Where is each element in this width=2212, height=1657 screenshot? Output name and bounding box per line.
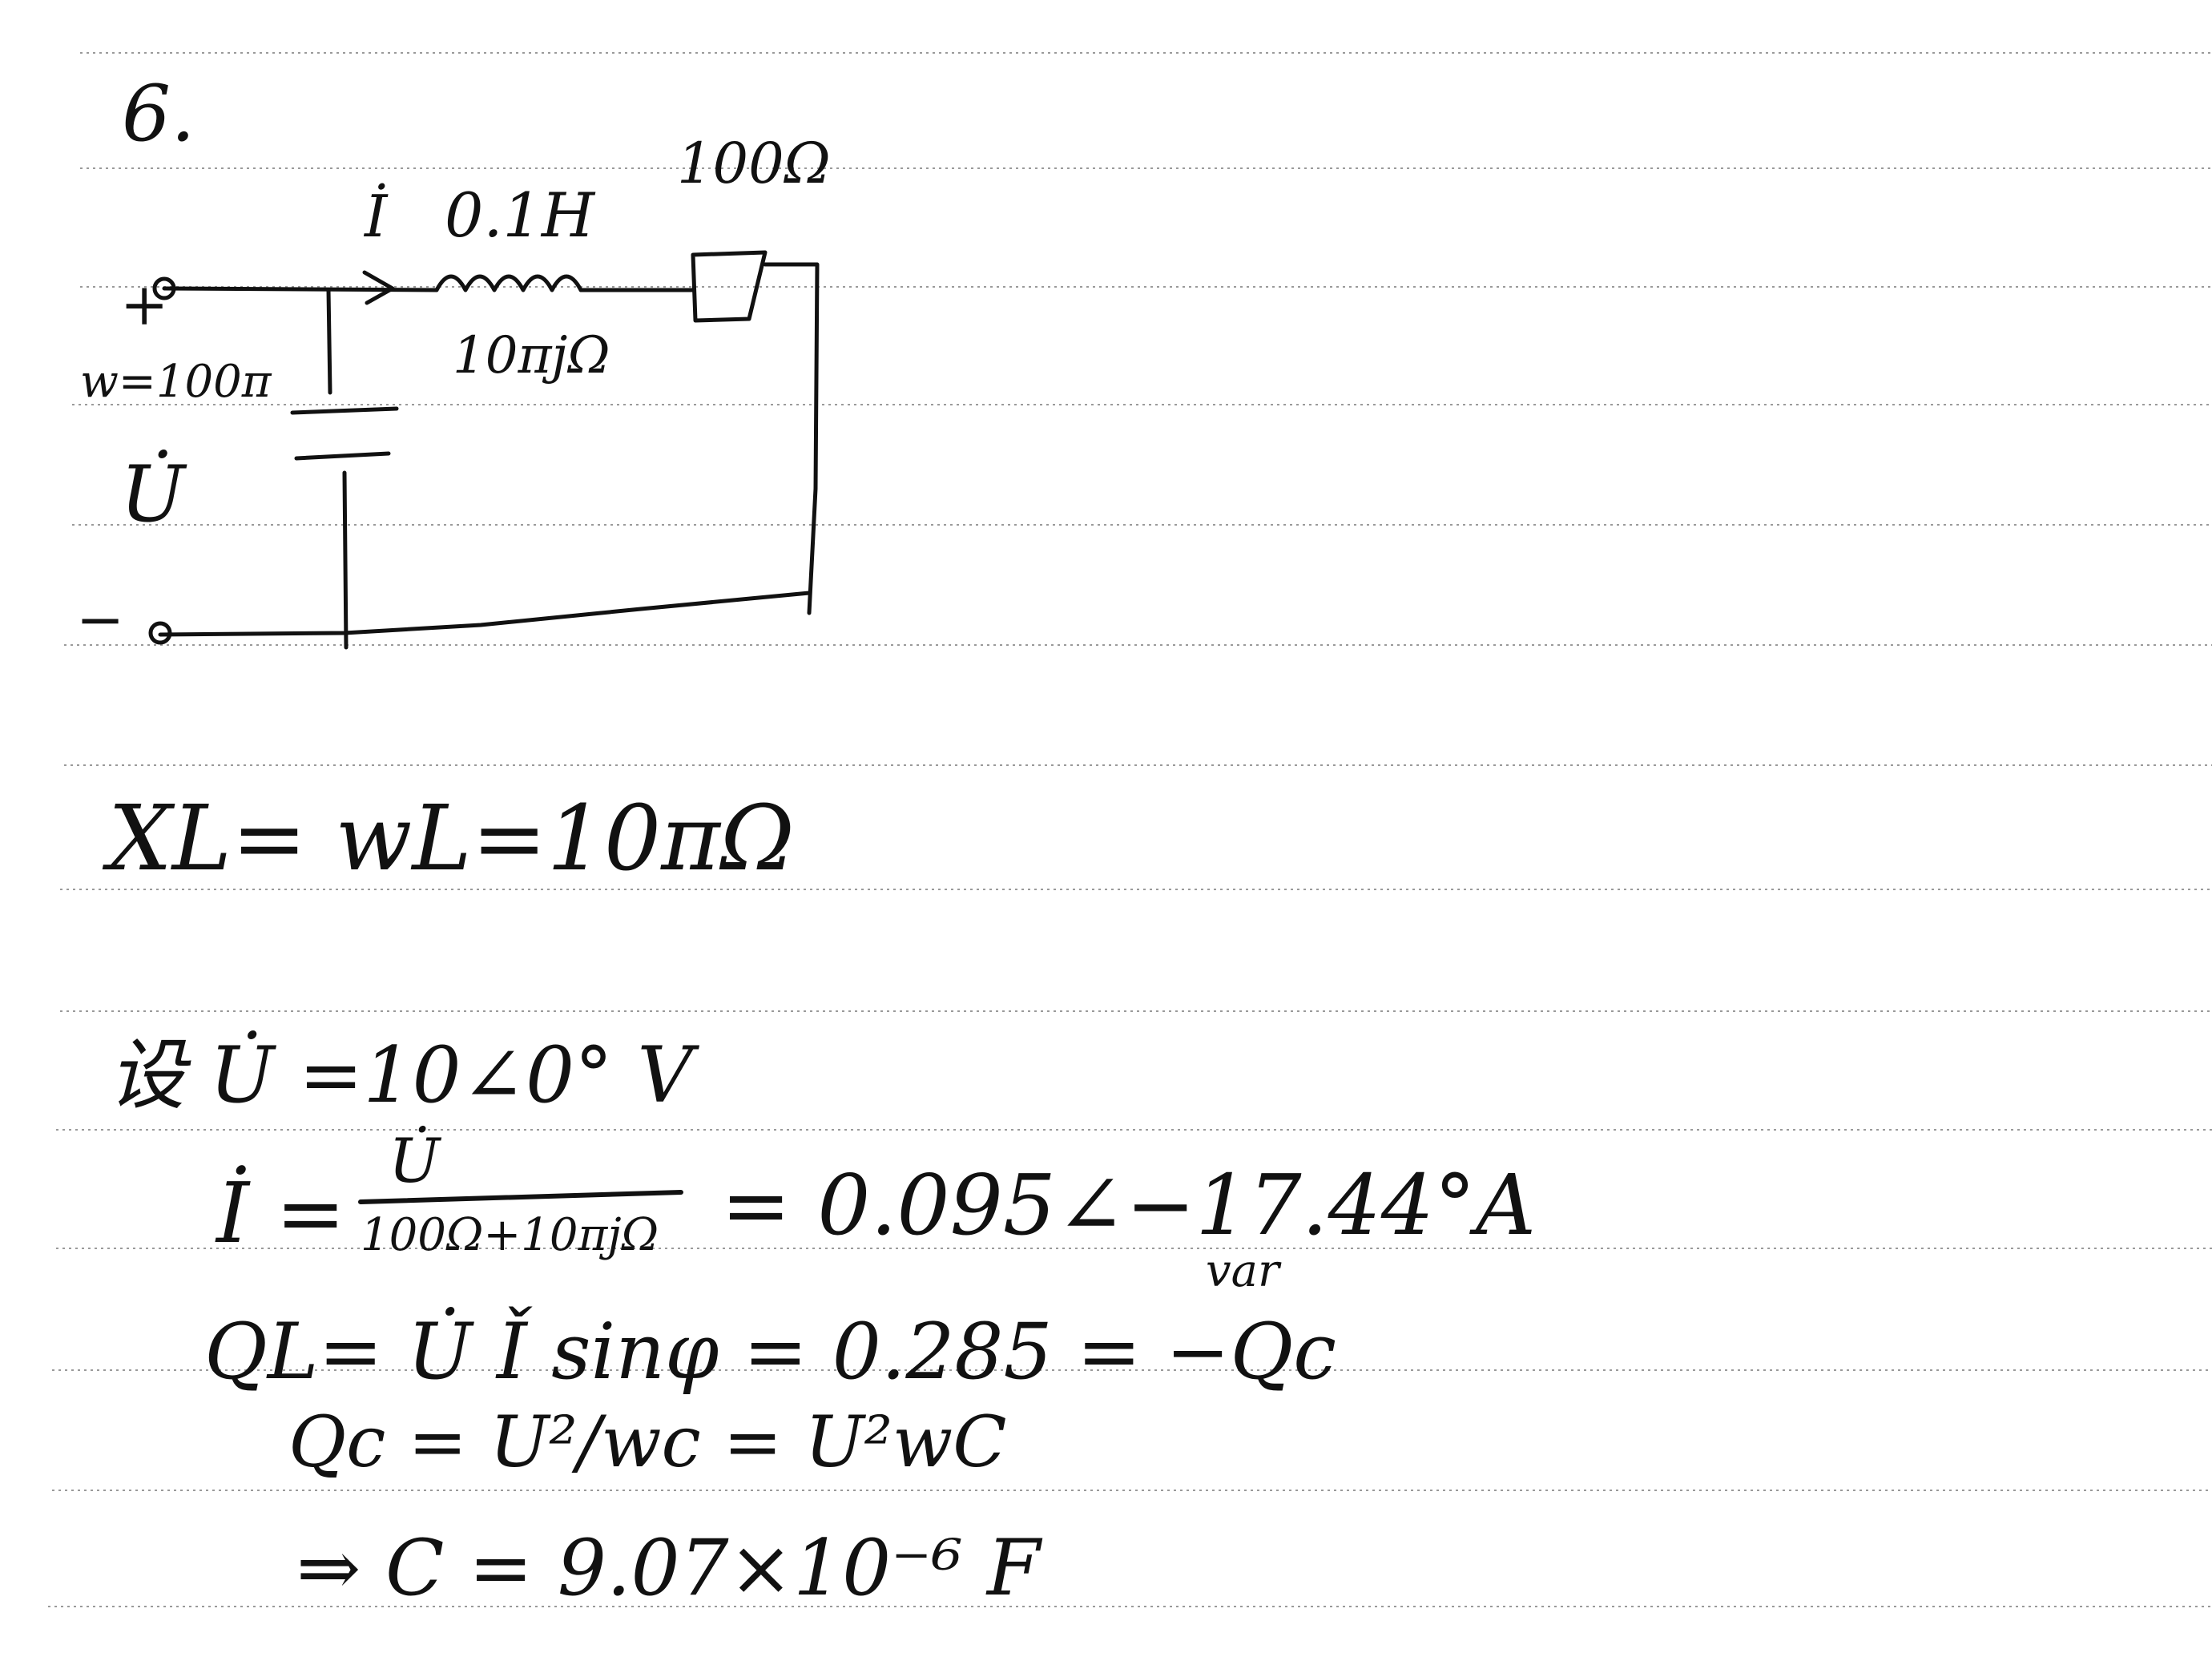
plus-label: + bbox=[120, 271, 168, 338]
minus-terminal-icon bbox=[148, 621, 172, 645]
capacitor-lower-lead bbox=[342, 470, 349, 650]
current-denominator: 100Ω+10πjΩ bbox=[361, 1209, 659, 1261]
current-lhs: İ = bbox=[215, 1164, 345, 1262]
fraction-bar bbox=[358, 1190, 683, 1204]
capacitance-result-line: ⇒ C = 9.07×10⁻⁶ F bbox=[296, 1523, 1043, 1613]
resistor-icon bbox=[691, 250, 768, 323]
assume-voltage-line: 设 U̇ =10∠0° V bbox=[108, 1030, 700, 1120]
var-unit-label: var bbox=[1206, 1245, 1282, 1297]
solution: XL= wL=10πΩ 设 U̇ =10∠0° V İ = U̇ 100Ω+10… bbox=[102, 787, 1536, 1613]
capacitor-power-line: Qc = U²/wc = U²wC bbox=[288, 1401, 1007, 1483]
capacitor-upper-lead bbox=[326, 288, 332, 395]
reactance-label: 10πjΩ bbox=[453, 326, 610, 385]
circuit-diagram: + − w=100π U̇ İ 0.1H 100Ω 10πjΩ bbox=[76, 131, 831, 653]
voltage-label: U̇ bbox=[120, 450, 187, 539]
right-wire bbox=[763, 262, 820, 615]
current-equation: İ = U̇ 100Ω+10πjΩ = 0.095∠−17.44°A bbox=[215, 1125, 1536, 1262]
reactive-power-line: QL= U̇ Ǐ sinφ = 0.285 = −Qc bbox=[204, 1307, 1336, 1397]
capacitor-plate-bottom bbox=[294, 451, 391, 461]
current-label: İ bbox=[363, 182, 389, 250]
minus-label: − bbox=[76, 586, 124, 653]
problem-number: 6. bbox=[122, 69, 195, 159]
resistor-label: 100Ω bbox=[677, 131, 831, 196]
omega-label: w=100π bbox=[80, 356, 272, 408]
current-result: = 0.095∠−17.44°A bbox=[721, 1156, 1536, 1254]
inductor-label: 0.1H bbox=[445, 179, 596, 251]
current-numerator: U̇ bbox=[389, 1125, 442, 1196]
plus-terminal-icon bbox=[152, 276, 176, 300]
inductive-reactance-line: XL= wL=10πΩ bbox=[102, 787, 795, 891]
inductor-coil-icon bbox=[434, 274, 583, 292]
current-arrow-icon bbox=[362, 270, 395, 305]
capacitor-plate-top bbox=[290, 406, 399, 415]
top-wire-left bbox=[162, 286, 439, 292]
bottom-wire bbox=[158, 591, 812, 637]
